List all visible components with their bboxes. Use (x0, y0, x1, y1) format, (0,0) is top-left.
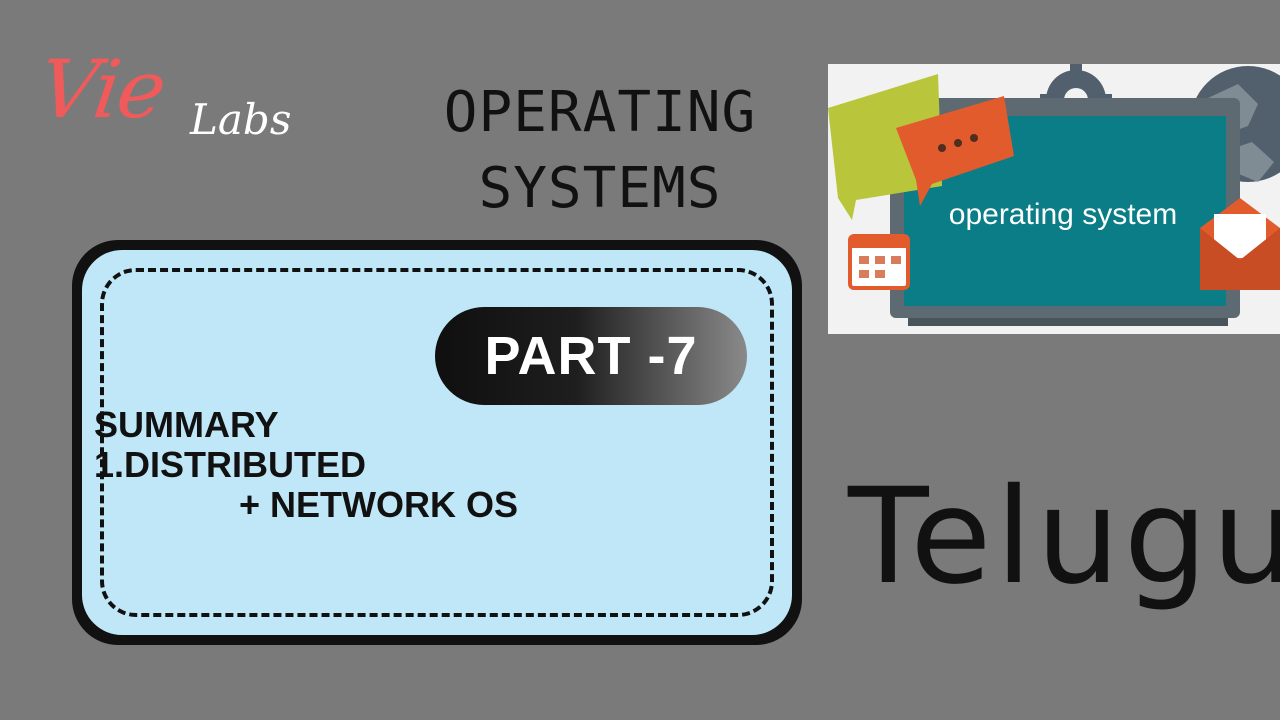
title-line-2: SYSTEMS (478, 156, 722, 221)
summary-item-2: + NETWORK OS (239, 484, 519, 525)
title-line-1: OPERATING (443, 80, 757, 145)
logo-labs-text: Labs (190, 95, 292, 144)
screen-text: operating system (949, 198, 1177, 231)
summary-item-1: 1.DISTRIBUTED (94, 444, 367, 485)
part-label: PART -7 (484, 326, 698, 386)
part-badge: PART -7 (435, 307, 747, 405)
brand-logo: Vie Labs (34, 40, 300, 150)
logo-vie-text: Vie (33, 43, 170, 136)
summary-text: SUMMARY 1.DISTRIBUTED + NETWORK OS (94, 405, 614, 525)
envelope-icon (1200, 198, 1280, 290)
dashed-border (100, 268, 774, 617)
page-title: OPERATING SYSTEMS (380, 75, 820, 227)
language-label: Telugu (848, 460, 1280, 614)
summary-heading: SUMMARY (94, 404, 279, 445)
chat-bubble-icon (828, 74, 942, 220)
calendar-icon (848, 234, 910, 290)
message-bubble-icon (896, 96, 1014, 206)
operating-system-illustration: operating system (828, 64, 1280, 334)
